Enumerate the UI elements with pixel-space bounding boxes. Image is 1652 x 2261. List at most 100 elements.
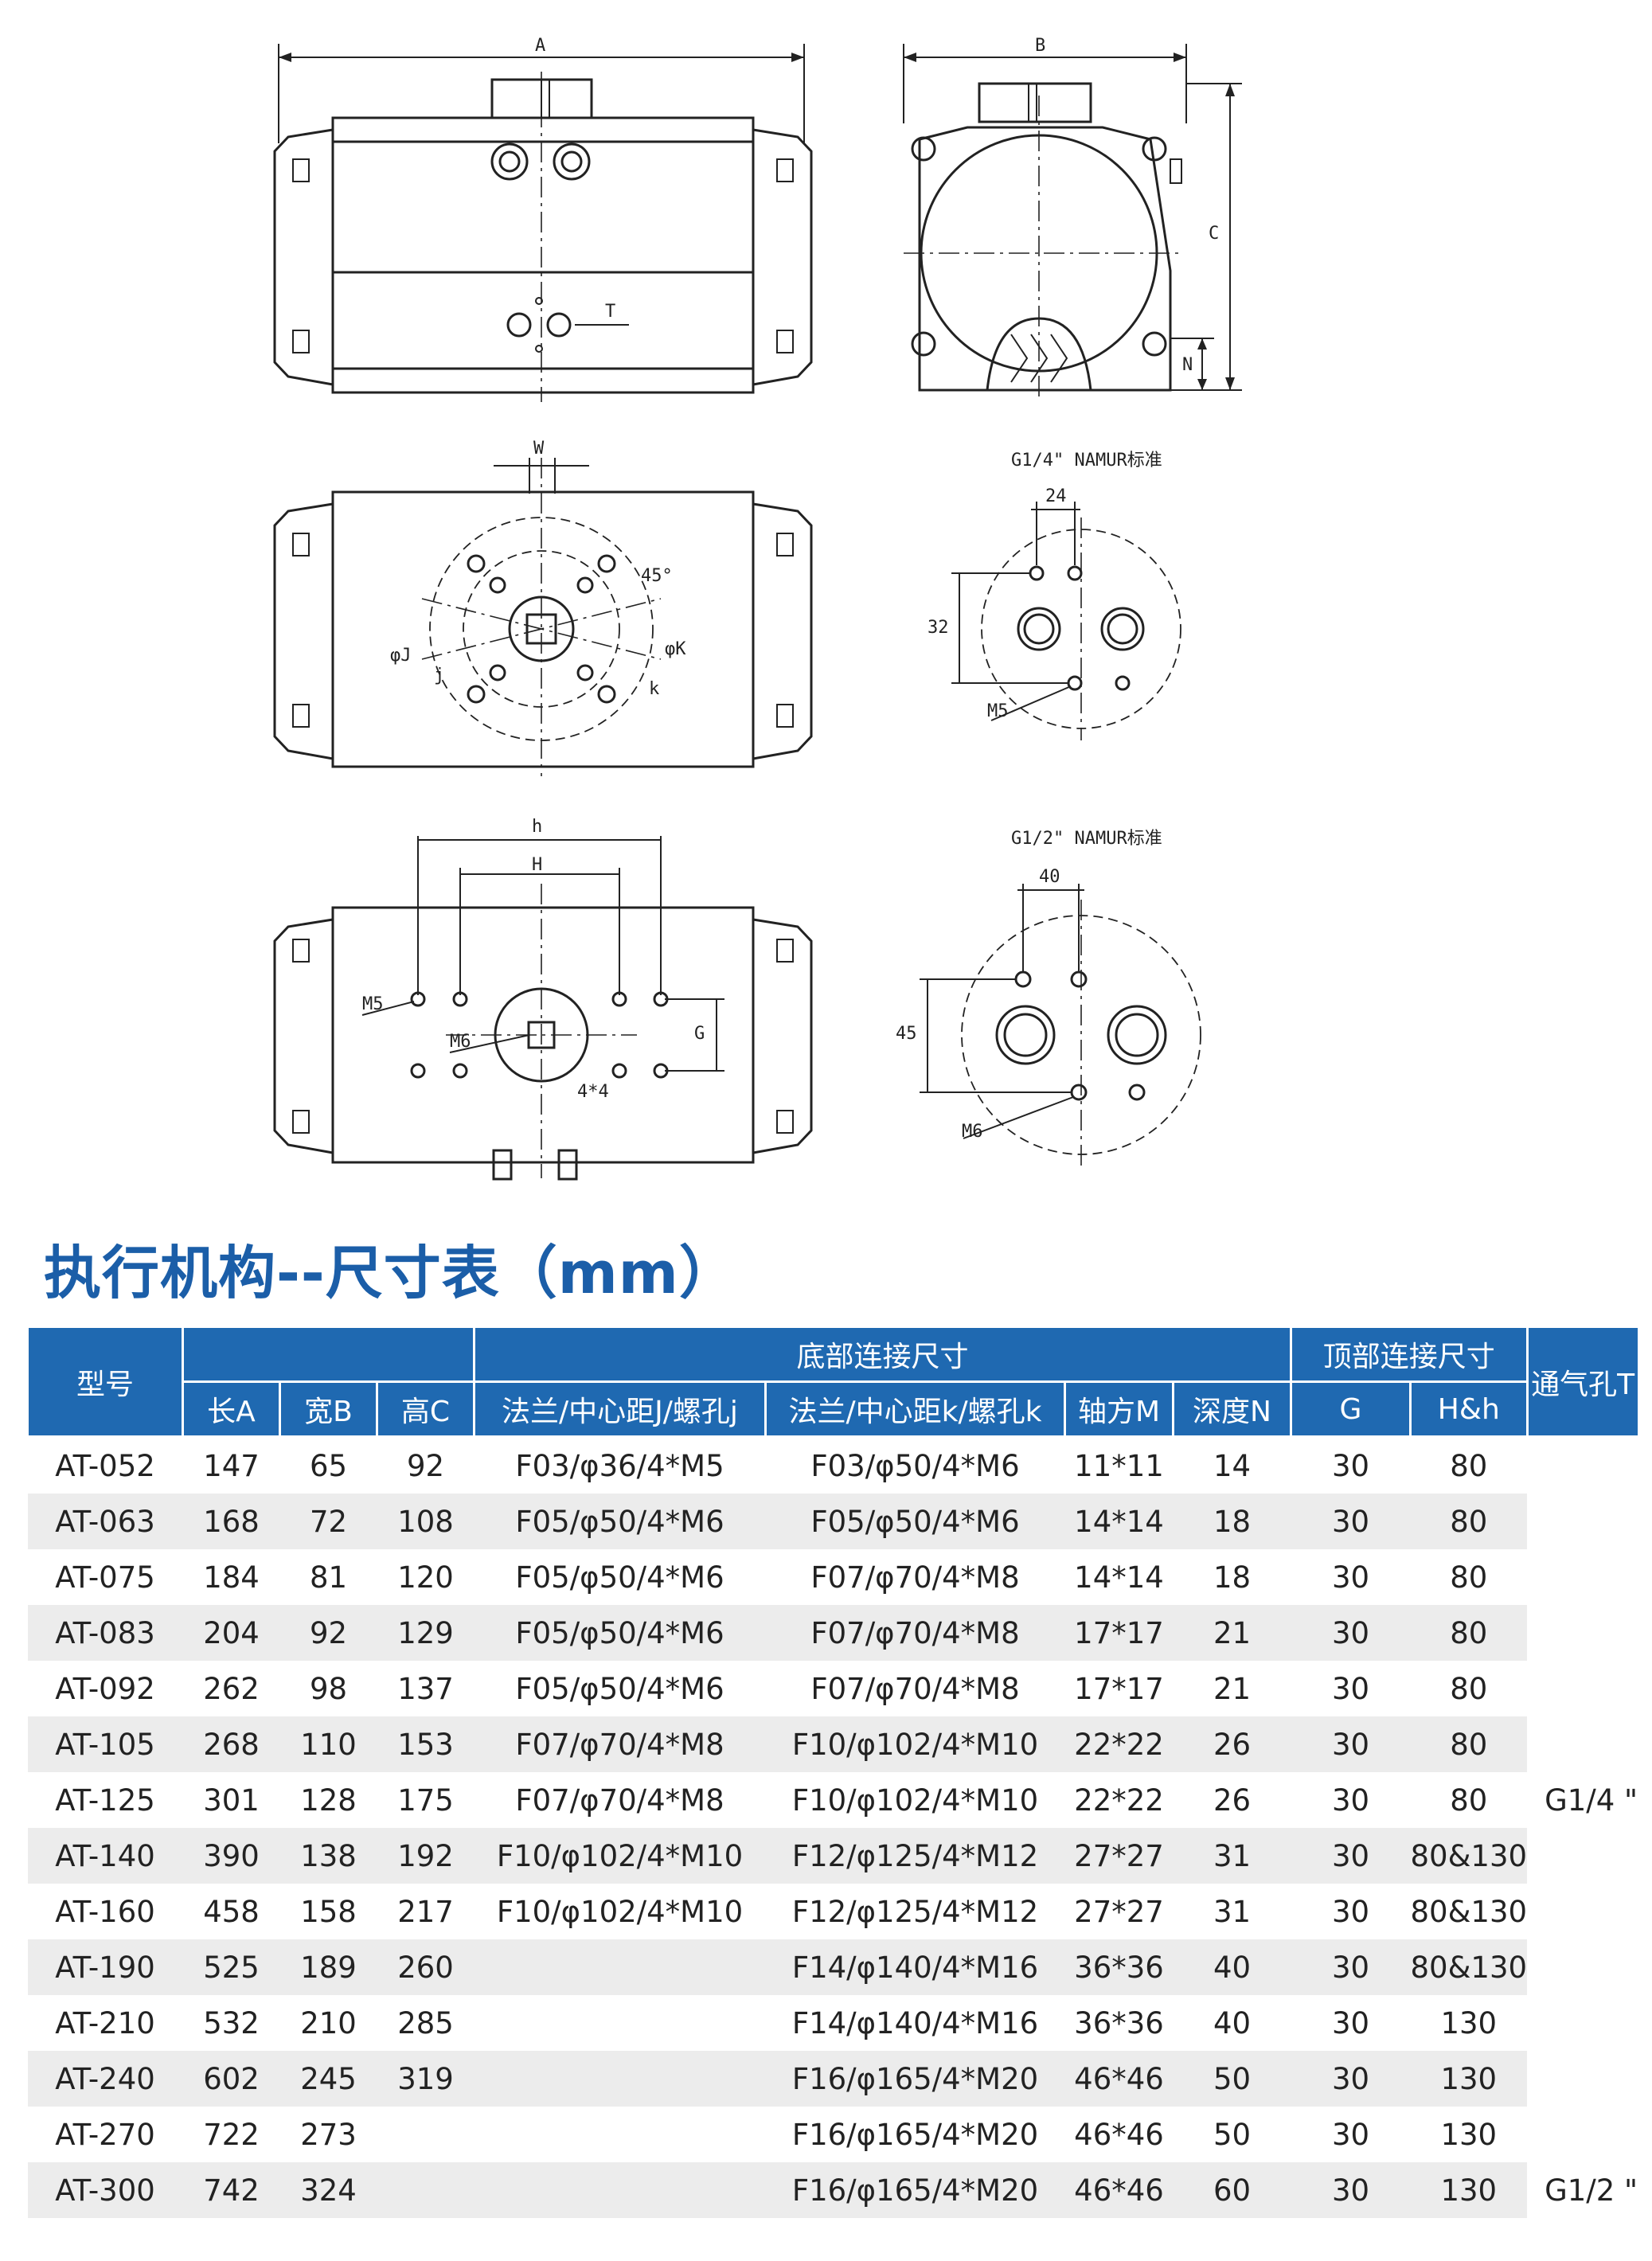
- cell-width: 128: [300, 1783, 357, 1818]
- cell-shaft: 17*17: [1074, 1671, 1164, 1706]
- dim-n-label: N: [1182, 355, 1193, 375]
- cell-depth: 18: [1213, 1560, 1252, 1595]
- cell-flange-k: F14/φ140/4*M16: [791, 2005, 1039, 2040]
- namur-quarter-view: G1/4" NAMUR标准 24 32 M5: [928, 451, 1181, 740]
- cell-g: 30: [1291, 2162, 1411, 2218]
- cell-flange-j: [475, 2107, 766, 2162]
- dim-k-label: k: [649, 679, 659, 699]
- cell-hh: 130: [1440, 2117, 1498, 2152]
- cell-hh: 80: [1450, 1560, 1488, 1595]
- technical-drawings: A T B: [273, 36, 1242, 1181]
- header-shaft: 轴方M: [1064, 1380, 1174, 1438]
- cell-flange-j: F05/φ50/4*M6: [515, 1560, 724, 1595]
- cell-model: AT-240: [27, 2051, 183, 2107]
- front-view: A T: [273, 36, 813, 402]
- cell-length: 525: [182, 1939, 280, 1995]
- cell-flange-k: F07/φ70/4*M8: [810, 1560, 1020, 1595]
- cell-flange-j: F10/φ102/4*M10: [474, 1828, 766, 1884]
- cell-flange-j: F05/φ50/4*M6: [515, 1671, 724, 1706]
- cell-vent: [1527, 2051, 1639, 2107]
- cell-length: 262: [203, 1671, 260, 1706]
- cell-length: 742: [182, 2162, 280, 2218]
- cell-model: AT-092: [55, 1671, 155, 1706]
- cell-length: 390: [182, 1828, 280, 1884]
- cell-shaft: 14*14: [1064, 1494, 1174, 1549]
- cell-g: 30: [1331, 1671, 1370, 1706]
- cell-hh: 80: [1450, 1448, 1488, 1483]
- cell-flange-k: F07/φ70/4*M8: [765, 1605, 1065, 1661]
- cell-model: AT-125: [55, 1783, 155, 1818]
- cell-height: 192: [377, 1828, 475, 1884]
- cell-shaft: 46*46: [1064, 2051, 1174, 2107]
- cell-g: 30: [1291, 1494, 1411, 1549]
- cell-depth: 50: [1173, 2051, 1291, 2107]
- cell-width: 98: [309, 1671, 348, 1706]
- cell-hh: 80&130: [1410, 1894, 1528, 1929]
- cell-length: 268: [182, 1716, 280, 1772]
- cell-shaft: 27*27: [1074, 1894, 1164, 1929]
- cell-shaft: 11*11: [1074, 1448, 1164, 1483]
- cell-height: 108: [377, 1494, 475, 1549]
- cell-model: AT-140: [27, 1828, 183, 1884]
- cell-hh: 80: [1410, 1494, 1528, 1549]
- dim-c-label: C: [1209, 224, 1219, 244]
- cell-shaft: 14*14: [1074, 1560, 1164, 1595]
- cell-model: AT-270: [55, 2117, 155, 2152]
- cell-hh: 80: [1410, 1605, 1528, 1661]
- dim-big-h-label: H: [532, 855, 542, 875]
- cell-vent: G1/2 ": [1527, 2162, 1639, 2218]
- cell-flange-k: F07/φ70/4*M8: [810, 1671, 1020, 1706]
- cell-length: 301: [203, 1783, 260, 1818]
- cell-shaft: 46*46: [1074, 2117, 1164, 2152]
- cell-length: 458: [203, 1894, 260, 1929]
- cell-depth: 31: [1173, 1828, 1291, 1884]
- dim-small-h-label: h: [532, 817, 542, 837]
- cell-hh: 80&130: [1410, 1939, 1528, 1995]
- cell-vent: [1527, 1884, 1639, 1939]
- header-top-group: 顶部连接尺寸: [1290, 1326, 1529, 1383]
- dim-phi-j-label: φJ: [390, 646, 412, 666]
- namur-quarter-thread: M5: [987, 701, 1009, 721]
- dim-m5-label: M5: [362, 994, 384, 1014]
- cell-width: 158: [300, 1894, 357, 1929]
- dim-phi-k-label: φK: [665, 639, 686, 659]
- cell-vent: [1527, 1494, 1639, 1549]
- cell-height: [377, 2107, 475, 2162]
- cell-depth: 60: [1173, 2162, 1291, 2218]
- cell-model: AT-063: [27, 1494, 183, 1549]
- cell-width: 110: [279, 1716, 377, 1772]
- header-width: 宽B: [279, 1380, 378, 1438]
- cell-flange-k: F14/φ140/4*M16: [765, 1939, 1065, 1995]
- dim-j-label: j: [434, 666, 444, 685]
- dim-b-label: B: [1035, 36, 1045, 56]
- cell-depth: 40: [1173, 1939, 1291, 1995]
- cell-g: 30: [1291, 2051, 1411, 2107]
- section-title: 执行机构--尺寸表（mm）: [44, 1240, 737, 1306]
- cell-shaft: 17*17: [1064, 1605, 1174, 1661]
- namur-half-height: 45: [896, 1024, 917, 1044]
- header-model: 型号: [26, 1326, 184, 1438]
- actuator-drawing-svg: A T B: [273, 36, 1242, 1181]
- cell-hh: 80&130: [1410, 1828, 1528, 1884]
- namur-half-view: G1/2" NAMUR标准 40 45 M6: [896, 829, 1201, 1170]
- header-height: 高C: [376, 1380, 475, 1438]
- cell-vent: [1527, 1939, 1639, 1995]
- cell-hh: 80: [1450, 1783, 1488, 1818]
- cell-flange-j: [474, 1939, 766, 1995]
- cell-depth: 14: [1213, 1448, 1252, 1483]
- cell-length: 168: [182, 1494, 280, 1549]
- header-hh: H&h: [1409, 1380, 1529, 1438]
- cell-length: 602: [182, 2051, 280, 2107]
- cell-g: 30: [1331, 2117, 1370, 2152]
- cell-height: 217: [397, 1894, 454, 1929]
- cell-flange-k: F16/φ165/4*M20: [765, 2051, 1065, 2107]
- cell-model: AT-160: [55, 1894, 155, 1929]
- cell-flange-j: F10/φ102/4*M10: [496, 1894, 744, 1929]
- cell-depth: 21: [1213, 1671, 1252, 1706]
